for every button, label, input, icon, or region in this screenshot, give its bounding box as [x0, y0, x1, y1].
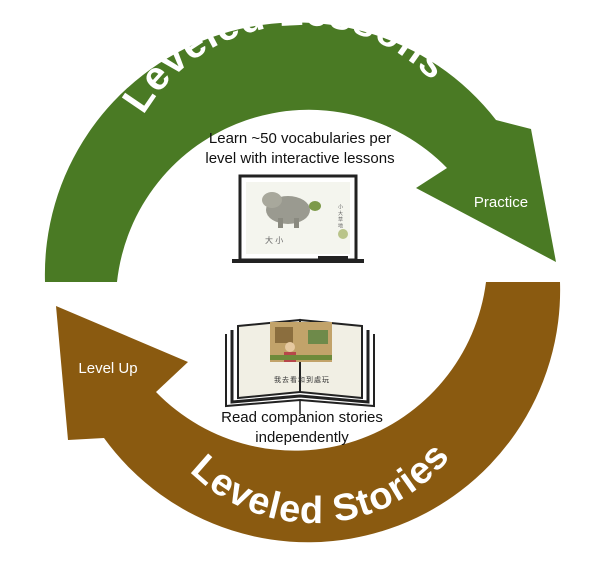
lessons-caption-line2: level with interactive lessons — [205, 150, 394, 167]
stories-arc-band — [56, 282, 561, 543]
level-up-label: Level Up — [78, 360, 137, 377]
lessons-caption-line1: Learn ~50 vocabularies per — [209, 130, 391, 147]
book-page-text: 我去看和到處玩 — [274, 375, 330, 384]
whiteboard-vertical-chars: 小 大 草 地 — [337, 203, 343, 228]
stories-caption-line2: independently — [255, 429, 349, 446]
whiteboard-chars: 大 小 — [265, 235, 283, 245]
lessons-arc-band — [44, 22, 556, 282]
open-book-icon: 我去看和到處玩 — [225, 318, 375, 414]
practice-label: Practice — [474, 194, 528, 211]
stories-caption-line1: Read companion stories — [221, 409, 383, 426]
whiteboard-icon: 大 小 小 大 草 地 — [232, 174, 364, 263]
